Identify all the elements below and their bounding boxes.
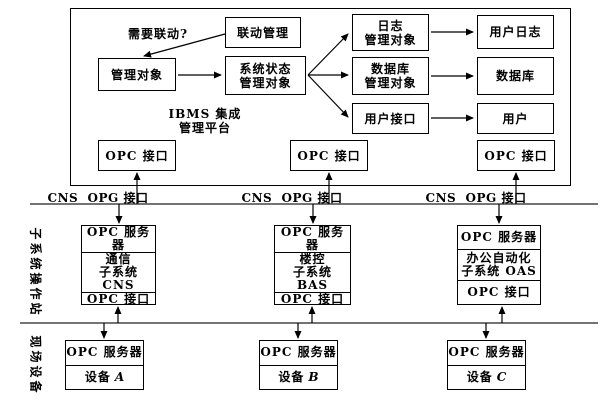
- field-device-layer-label: 现场设备: [28, 335, 43, 396]
- platform-opc-interface-box-3: OPC 接口: [477, 140, 555, 171]
- user-log-box: 用户日志: [477, 15, 554, 49]
- subsystem-cns-name: 通信 子系统 CNS: [82, 252, 155, 292]
- device-b-opc-server: OPC 服务器: [260, 341, 337, 365]
- subsystem-layer-label: 子系统操作站: [28, 227, 43, 318]
- subsystem-oas-name-line1: 办公自动化: [466, 251, 532, 265]
- management-object-box: 管理对象: [98, 58, 176, 91]
- device-c-server-label: OPC 服务器: [448, 345, 525, 360]
- device-a-server-label: OPC 服务器: [66, 345, 143, 360]
- log-line2: 管理对象: [364, 32, 417, 47]
- subsystem-oas-name: 办公自动化 子系统 OAS: [458, 249, 540, 280]
- user-label: 用户: [502, 111, 529, 126]
- platform-opc-interface-box-1: OPC 接口: [98, 140, 176, 171]
- subsystem-box-cns: OPC 服务器 通信 子系统 CNS OPC 接口: [81, 225, 156, 306]
- platform-opc-interface-label-1: OPC 接口: [105, 148, 169, 163]
- system-status-line1: 系统状态: [239, 61, 292, 76]
- subsystem-bas-server-label: OPC 服务器: [280, 225, 345, 252]
- management-object-label: 管理对象: [110, 67, 163, 82]
- platform-opc-interface-label-2: OPC 接口: [297, 148, 361, 163]
- subsystem-bas-name-line2: 子系统 BAS: [292, 265, 332, 292]
- device-b-letter: B: [308, 369, 319, 384]
- subsystem-bas-name-line1: 楼控: [299, 252, 326, 266]
- subsystem-box-oas: OPC 服务器 办公自动化 子系统 OAS OPC 接口: [457, 225, 541, 305]
- subsystem-cns-interface-label: OPC 接口: [86, 292, 151, 306]
- device-c-letter: C: [496, 369, 507, 384]
- subsystem-oas-opc-server: OPC 服务器: [458, 226, 540, 249]
- platform-title-line1: IBMS 集成: [168, 107, 242, 121]
- bus-label-1: CNS OPG 接口: [47, 191, 149, 205]
- subsystem-oas-name-line2: 子系统 OAS: [461, 264, 537, 278]
- subsystem-bas-name: 楼控 子系统 BAS: [275, 252, 350, 292]
- subsystem-bas-opc-interface: OPC 接口: [275, 292, 350, 306]
- subsystem-oas-server-label: OPC 服务器: [460, 230, 538, 245]
- subsystem-box-bas: OPC 服务器 楼控 子系统 BAS OPC 接口: [274, 225, 351, 306]
- log-line1: 日志: [377, 18, 404, 33]
- subsystem-oas-opc-interface: OPC 接口: [458, 279, 540, 304]
- subsystem-cns-name-line1: 通信: [105, 252, 132, 266]
- subsystem-bas-opc-server: OPC 服务器: [275, 226, 350, 252]
- subsystem-oas-interface-label: OPC 接口: [467, 284, 531, 299]
- db-mgmt-line1: 数据库: [370, 62, 410, 76]
- system-status-line2: 管理对象: [239, 75, 292, 90]
- database-box: 数据库: [477, 57, 554, 95]
- platform-opc-interface-label-3: OPC 接口: [484, 148, 548, 163]
- bus-label-3: CNS OPG 接口: [425, 191, 527, 205]
- log-management-object-box: 日志 管理对象: [352, 14, 429, 51]
- platform-frame: [70, 8, 571, 186]
- user-box: 用户: [477, 103, 554, 134]
- user-log-label: 用户日志: [489, 25, 542, 39]
- subsystem-cns-opc-interface: OPC 接口: [82, 292, 155, 306]
- linkage-question-label: 需要联动?: [127, 27, 189, 41]
- platform-title: IBMS 集成 管理平台: [150, 107, 260, 135]
- device-a-opc-server: OPC 服务器: [66, 341, 143, 365]
- db-mgmt-line2: 管理对象: [364, 76, 417, 90]
- user-interface-box: 用户接口: [352, 103, 429, 134]
- database-management-object-box: 数据库 管理对象: [352, 57, 429, 95]
- device-a-letter: A: [114, 369, 125, 384]
- device-b-server-label: OPC 服务器: [260, 345, 337, 360]
- system-status-object-box: 系统状态 管理对象: [225, 56, 306, 95]
- subsystem-cns-opc-server: OPC 服务器: [82, 226, 155, 252]
- platform-title-line2: 管理平台: [178, 121, 231, 135]
- database-label: 数据库: [495, 69, 535, 83]
- linkage-management-box: 联动管理: [225, 17, 301, 48]
- user-interface-label: 用户接口: [364, 111, 417, 126]
- bus-label-2: CNS OPG 接口: [241, 191, 343, 205]
- linkage-management-label: 联动管理: [236, 25, 289, 40]
- subsystem-cns-server-label: OPC 服务器: [86, 225, 151, 252]
- subsystem-bas-interface-label: OPC 接口: [280, 292, 345, 306]
- device-c-opc-server: OPC 服务器: [448, 341, 525, 365]
- subsystem-cns-name-line2: 子系统 CNS: [98, 265, 138, 292]
- platform-opc-interface-box-2: OPC 接口: [290, 140, 368, 171]
